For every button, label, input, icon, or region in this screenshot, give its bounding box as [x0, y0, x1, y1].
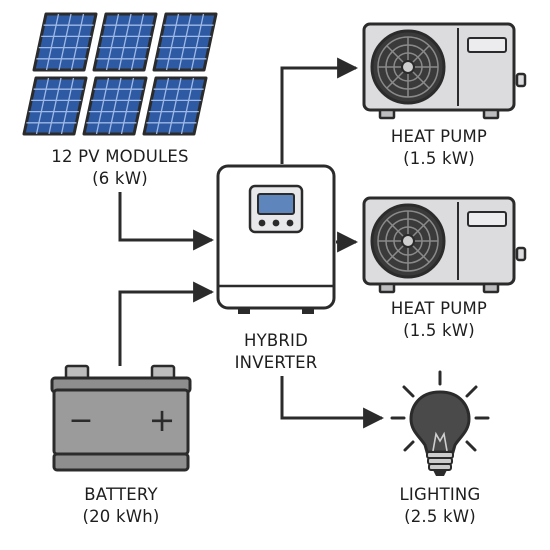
heat-pump-bottom-label-line1: HEAT PUMP: [390, 299, 488, 318]
hybrid-inverter-label: HYBRID INVERTER: [206, 330, 346, 374]
inverter-to-heat-pump-top-arrow: [280, 57, 359, 164]
battery-label-line1: BATTERY: [84, 485, 158, 504]
pv-module-icon: [152, 12, 218, 72]
hybrid-inverter-icon: [216, 164, 336, 314]
pv-modules-label: 12 PV MODULES (6 kW): [15, 146, 225, 190]
pv-module-icon: [142, 76, 208, 136]
pv-array: [22, 12, 218, 136]
lighting-label-line1: LIGHTING: [399, 485, 481, 504]
battery-minus-sign: −: [68, 403, 93, 438]
heat-pump-top-label-line1: HEAT PUMP: [390, 127, 488, 146]
hybrid-inverter-label-line2: INVERTER: [234, 353, 318, 372]
battery-plus-sign: +: [149, 401, 176, 439]
pv-module-icon: [92, 12, 158, 72]
lighting-label-line2: (2.5 kW): [404, 507, 476, 526]
pv-module-icon: [22, 76, 88, 136]
inverter-to-lighting-arrow: [280, 376, 385, 429]
heat-pump-bottom-label-line2: (1.5 kW): [403, 321, 475, 340]
pv-module-icon: [32, 12, 98, 72]
battery-label: BATTERY (20 kWh): [46, 484, 196, 528]
heat-pump-bottom-icon: [362, 196, 527, 294]
hybrid-inverter-label-line1: HYBRID: [243, 331, 309, 350]
pv-modules-label-line2: (6 kW): [92, 169, 148, 188]
heat-pump-top-label-line2: (1.5 kW): [403, 149, 475, 168]
heat-pump-bottom-label: HEAT PUMP (1.5 kW): [364, 298, 514, 342]
heat-pump-top-icon: [362, 22, 527, 120]
heat-pump-top-label: HEAT PUMP (1.5 kW): [364, 126, 514, 170]
lighting-label: LIGHTING (2.5 kW): [370, 484, 510, 528]
pv-module-icon: [82, 76, 148, 136]
battery-label-line2: (20 kWh): [82, 507, 160, 526]
battery-icon: − +: [50, 364, 192, 472]
light-bulb-icon: [390, 370, 490, 476]
battery-to-inverter-arrow: [118, 281, 215, 366]
pv-to-inverter-arrow: [118, 192, 215, 251]
pv-modules-label-line1: 12 PV MODULES: [51, 147, 189, 166]
